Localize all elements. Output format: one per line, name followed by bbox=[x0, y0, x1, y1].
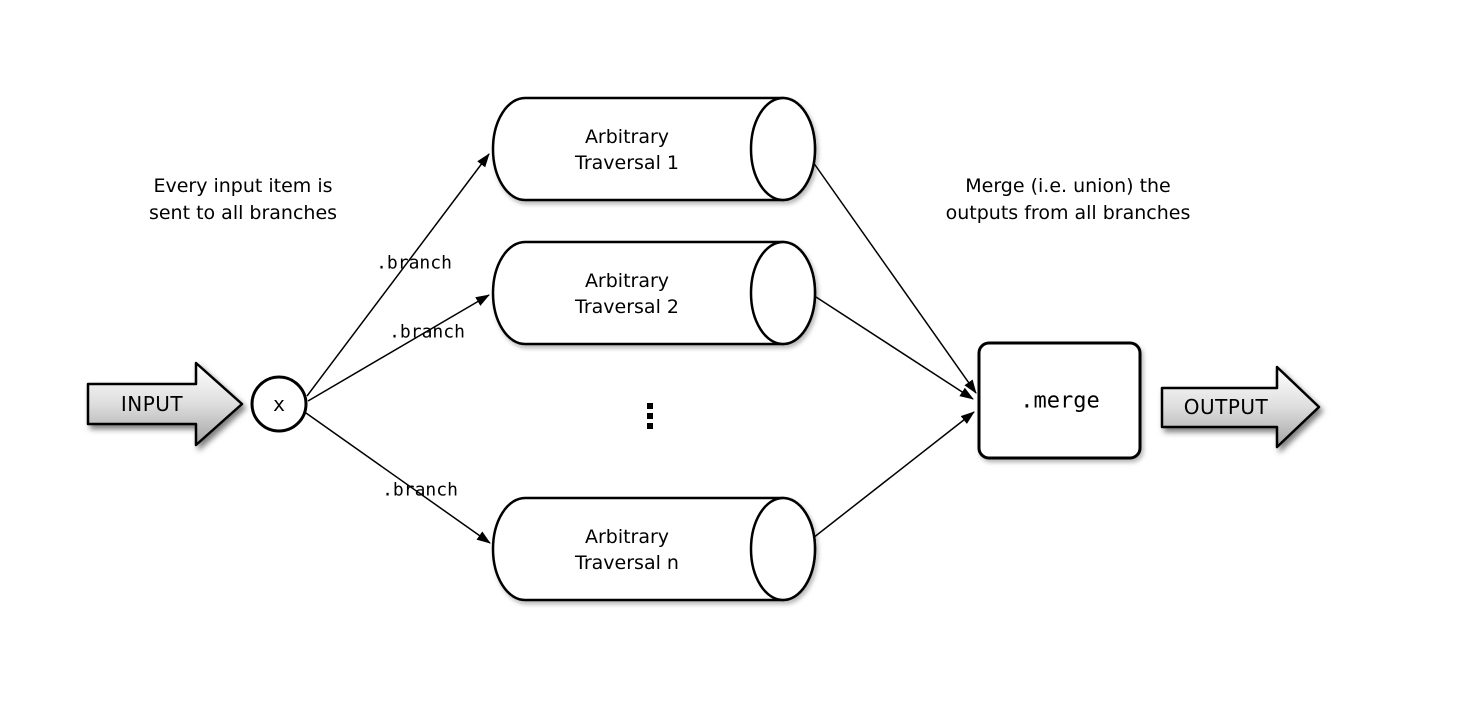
input-arrow bbox=[86, 361, 244, 447]
merge-edge-3 bbox=[812, 411, 975, 539]
traversal-1-line1: Arbitrary bbox=[584, 126, 670, 148]
traversal-2-label: Arbitrary Traversal 2 bbox=[575, 268, 679, 320]
output-arrow bbox=[1160, 365, 1321, 449]
branch-label-1: .branch bbox=[376, 252, 452, 274]
traversal-cylinder-2 bbox=[491, 240, 817, 346]
traversal-n-line1: Arbitrary bbox=[584, 526, 670, 548]
branch-edge-2 bbox=[307, 294, 490, 402]
left-annotation-line1: Every input item is bbox=[153, 175, 333, 197]
branch-edges bbox=[305, 153, 491, 544]
traversal-n-label: Arbitrary Traversal n bbox=[575, 524, 679, 576]
branch-label-3: .branch bbox=[382, 479, 458, 501]
right-annotation: Merge (i.e. union) the outputs from all … bbox=[946, 173, 1191, 227]
left-annotation-line2: sent to all branches bbox=[148, 202, 338, 224]
traversal-1-line2: Traversal 1 bbox=[575, 152, 679, 174]
merge-box bbox=[977, 341, 1142, 460]
branch-edge-3 bbox=[305, 412, 491, 544]
traversal-2-line2: Traversal 2 bbox=[575, 296, 679, 318]
vertical-ellipsis-icon bbox=[647, 403, 653, 429]
branch-edge-1 bbox=[306, 153, 490, 397]
left-annotation: Every input item is sent to all branches bbox=[149, 173, 337, 227]
branch-label-2: .branch bbox=[389, 321, 465, 343]
traversal-n-line2: Traversal n bbox=[575, 552, 679, 574]
source-node-circle bbox=[250, 375, 308, 433]
right-annotation-line1: Merge (i.e. union) the bbox=[965, 175, 1171, 197]
traversal-1-label: Arbitrary Traversal 1 bbox=[575, 124, 679, 176]
traversal-2-line1: Arbitrary bbox=[584, 270, 670, 292]
merge-label: .merge bbox=[1020, 388, 1100, 414]
traversal-cylinder-1 bbox=[491, 96, 817, 202]
right-annotation-line2: outputs from all branches bbox=[945, 202, 1191, 224]
source-node-label: x bbox=[272, 392, 286, 416]
merge-edges bbox=[812, 161, 977, 539]
traversal-cylinder-n bbox=[491, 496, 817, 602]
output-label: OUTPUT bbox=[1183, 395, 1269, 419]
merge-edge-2 bbox=[815, 296, 974, 400]
merge-edge-1 bbox=[812, 161, 977, 394]
input-label: INPUT bbox=[120, 392, 184, 416]
